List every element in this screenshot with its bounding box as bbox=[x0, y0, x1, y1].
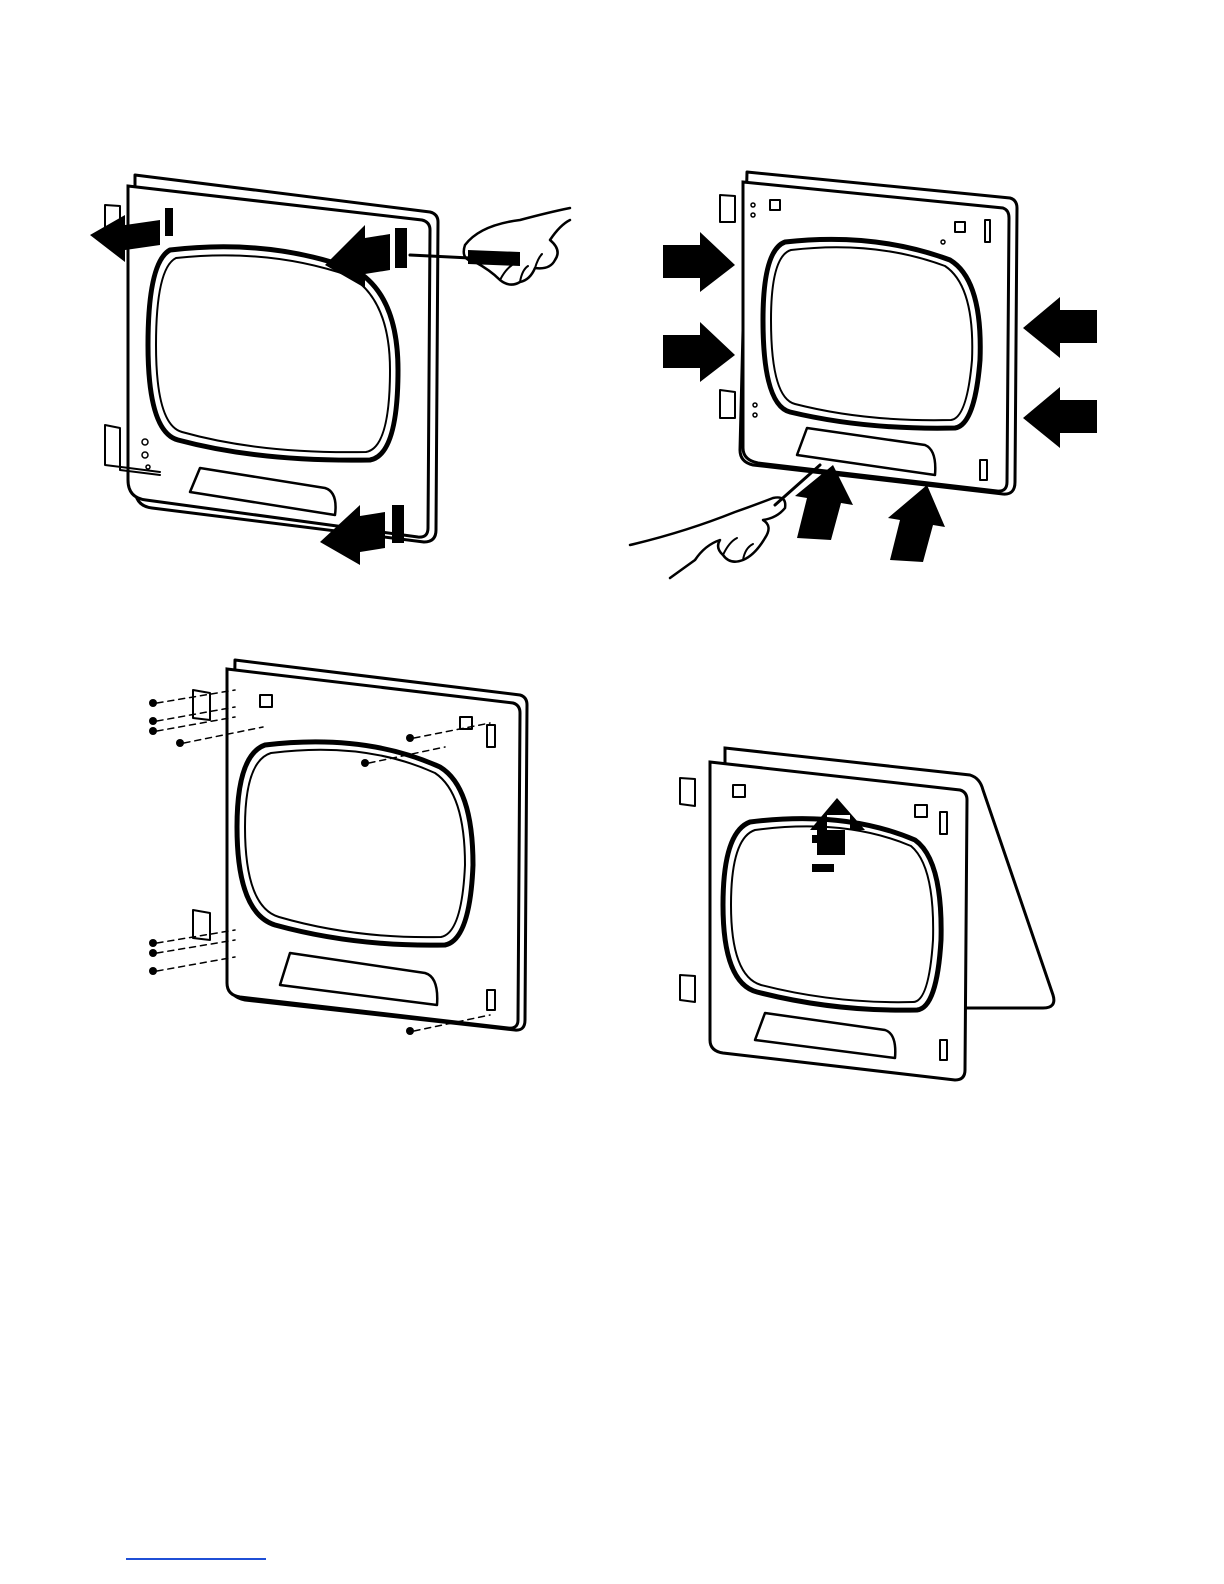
door-separate-illustration bbox=[665, 740, 1065, 1090]
footer-rule bbox=[126, 1558, 266, 1560]
figure-door-pry bbox=[80, 170, 580, 580]
figure-door-separate bbox=[665, 740, 1065, 1090]
figure-door-screws bbox=[135, 655, 545, 1045]
door-pry-illustration bbox=[80, 170, 580, 580]
door-screws-illustration bbox=[135, 655, 545, 1045]
figure-door-press bbox=[625, 160, 1105, 590]
door-press-illustration bbox=[625, 160, 1105, 590]
